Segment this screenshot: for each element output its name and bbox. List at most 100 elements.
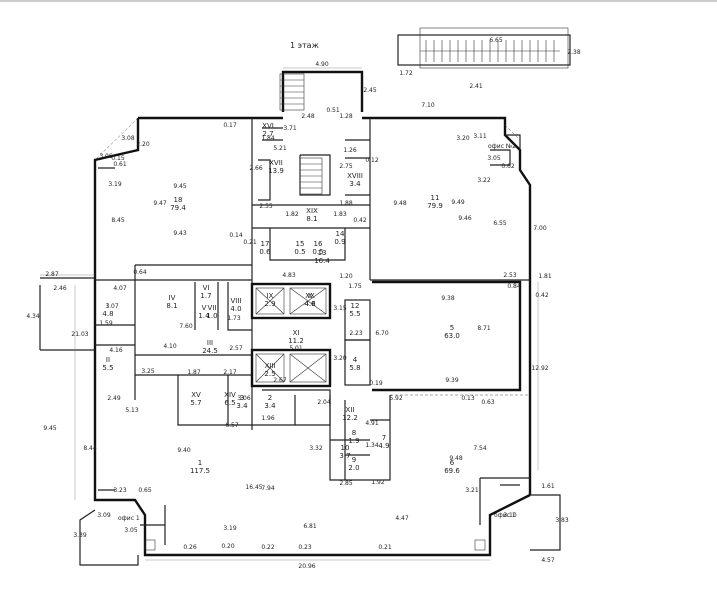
room-area: 8.1 xyxy=(166,302,177,310)
dimension-label: 3.32 xyxy=(309,445,323,452)
room-area: 24.5 xyxy=(202,347,218,355)
dimension-label: 3.23 xyxy=(113,487,127,494)
dimension-label: 0.22 xyxy=(261,544,275,551)
dimension-label: 3.08 xyxy=(121,135,135,142)
dimension-label: 1.81 xyxy=(538,273,552,280)
room-number: 3 xyxy=(240,394,244,402)
room-number: 10 xyxy=(341,444,350,452)
dimension-label: 3.05 xyxy=(124,527,138,534)
room-area: 2.9 xyxy=(264,300,275,308)
room-number: 5 xyxy=(450,324,454,332)
room-area: 79.9 xyxy=(427,202,443,210)
room-number: 6 xyxy=(450,459,455,467)
dimension-label: 3.10 xyxy=(503,512,517,519)
dimension-label: 9.39 xyxy=(445,377,459,384)
room-number: X xyxy=(308,292,313,300)
dimension-label: 0.51 xyxy=(326,107,340,114)
dimension-label: 0.17 xyxy=(223,122,237,129)
room-number: XIII xyxy=(265,362,276,370)
room-number: III xyxy=(207,339,213,347)
room-area: 3.7 xyxy=(339,452,350,460)
dimension-label: 1.83 xyxy=(333,211,347,218)
dimension-label: 2.23 xyxy=(349,330,363,337)
dimension-label: 0.42 xyxy=(535,292,549,299)
room-area: 5.5 xyxy=(349,310,360,318)
dimension-label: 1.28 xyxy=(339,113,353,120)
room-area: 0.9 xyxy=(334,238,345,246)
dimension-label: 2.85 xyxy=(339,480,353,487)
office-label: офис №2 xyxy=(488,143,516,150)
room-number: 4 xyxy=(353,356,358,364)
room-area: 1.4 xyxy=(198,312,210,320)
dimension-label: 9.49 xyxy=(451,199,465,206)
dimension-label: 3.05 xyxy=(487,155,501,162)
office-label: офис 1 xyxy=(118,515,140,522)
room-area: 63.0 xyxy=(444,332,460,340)
inner-walls xyxy=(95,118,530,545)
room-number: 11 xyxy=(431,194,440,202)
room-area: 0.5 xyxy=(312,248,323,256)
dimension-label: 3.25 xyxy=(141,368,155,375)
dimension-label: 12.92 xyxy=(531,365,548,372)
room-number: 7 xyxy=(382,434,386,442)
room-area: 6.5 xyxy=(224,399,235,407)
dimension-label: 1.26 xyxy=(343,147,357,154)
dimension-label: 4.91 xyxy=(365,420,379,427)
dimension-lines xyxy=(40,67,539,561)
dimension-label: 3.11 xyxy=(473,133,487,140)
dimension-label: 9.48 xyxy=(393,200,407,207)
core-stairs xyxy=(144,73,486,551)
room-area: 0.5 xyxy=(294,248,305,256)
room-number: 15 xyxy=(296,240,305,248)
dimension-label: 8.45 xyxy=(111,217,125,224)
dimension-label: 9.43 xyxy=(173,230,187,237)
room-area: 16.4 xyxy=(314,257,330,265)
dimension-label: 0.65 xyxy=(138,487,152,494)
dimension-label: 8.44 xyxy=(83,445,97,452)
room-area: 4.9 xyxy=(378,442,389,450)
room-area: 3.4 xyxy=(264,402,276,410)
room-number: XI xyxy=(293,329,300,337)
dimension-label: 2.04 xyxy=(317,399,331,406)
room-area: 1.9 xyxy=(348,437,359,445)
dimension-label: 1.92 xyxy=(371,479,385,486)
dimension-label: 2.41 xyxy=(469,83,483,90)
room-area: 4.6 xyxy=(304,300,316,308)
dimension-label: 1.61 xyxy=(541,483,555,490)
dimension-label: 4.57 xyxy=(541,557,555,564)
dimension-label: 2.49 xyxy=(107,395,121,402)
room-number: 13 xyxy=(318,249,327,257)
dimension-label: 3.09 xyxy=(97,512,111,519)
room-number: 12 xyxy=(351,302,360,310)
top-staircase xyxy=(397,27,571,69)
dimension-label: 7.10 xyxy=(421,102,435,109)
dimension-label: 9.45 xyxy=(43,425,57,432)
dimension-label: 0.64 xyxy=(133,269,147,276)
dimension-label: 2.17 xyxy=(223,369,237,376)
room-area: 13.9 xyxy=(268,167,284,175)
dimension-label: 5.21 xyxy=(273,145,287,152)
dimension-label: 2.38 xyxy=(567,49,581,56)
dimension-label: 3.06 xyxy=(237,395,251,402)
room-area: 5.8 xyxy=(349,364,360,372)
dimension-label: 6.81 xyxy=(303,523,317,530)
dimension-label: 0.61 xyxy=(113,161,127,168)
dimension-label: 3.07 xyxy=(105,303,119,310)
dimension-label: 2.46 xyxy=(53,285,67,292)
dimension-label: 7.00 xyxy=(533,225,547,232)
dimension-label: 1.72 xyxy=(399,70,413,77)
room-number: 2 xyxy=(268,394,272,402)
dimension-label: 9.47 xyxy=(153,200,167,207)
dimension-label: 0.20 xyxy=(221,543,235,550)
dimension-label: 1.73 xyxy=(227,315,241,322)
dimension-label: 3.20 xyxy=(456,135,470,142)
dimension-label: 6.65 xyxy=(489,37,503,44)
dimension-label: 5.01 xyxy=(289,345,303,352)
outer-walls xyxy=(39,70,561,566)
office-label: офис 1 xyxy=(494,512,516,519)
plan-title: 1 этаж xyxy=(290,41,319,50)
dimension-label: 2.55 xyxy=(259,203,273,210)
room-area: 4.8 xyxy=(102,310,113,318)
dimension-label: 2.48 xyxy=(301,113,315,120)
